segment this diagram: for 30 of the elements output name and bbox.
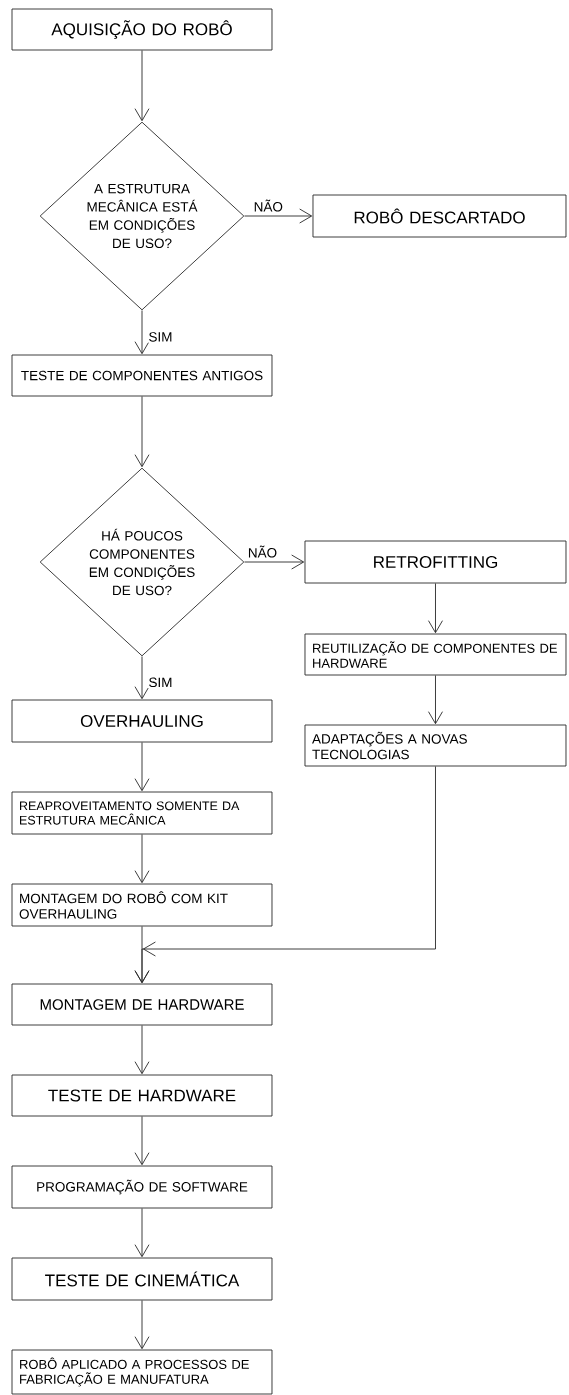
arrow <box>134 1025 150 1075</box>
arrow <box>134 766 436 984</box>
process-box: PROGRAMAÇÃO DE SOFTWARE <box>11 1165 273 1209</box>
arrow <box>134 834 150 884</box>
process-box: REUTILIZAÇÃO DE COMPONENTES DE HARDWARE <box>304 633 567 676</box>
arrow <box>134 656 150 700</box>
arrow <box>134 742 150 792</box>
process-box: TESTE DE COMPONENTES ANTIGOS <box>11 354 273 397</box>
arrow <box>428 675 443 725</box>
process-box: ADAPTAÇÕES A NOVAS TECNOLOGIAS <box>304 724 567 767</box>
arrow <box>134 396 150 468</box>
process-box: OVERHAULING <box>11 699 273 743</box>
process-box: RETROFITTING <box>304 540 567 584</box>
process-box: AQUISIÇÃO DO ROBÔ <box>11 8 273 51</box>
arrow <box>134 50 150 122</box>
arrow <box>244 554 305 570</box>
edge-label: SIM <box>147 331 174 343</box>
arrow <box>134 310 150 355</box>
process-box: ROBÔ APLICADO A PROCESSOS DE FABRICAÇÃO E MANUFATURA <box>11 1349 273 1395</box>
arrow <box>428 583 443 634</box>
arrow <box>134 1208 150 1258</box>
process-box: TESTE DE HARDWARE <box>11 1074 273 1117</box>
arrow <box>134 1116 150 1166</box>
arrow <box>244 208 313 224</box>
process-box: ROBÔ DESCARTADO <box>312 194 567 238</box>
process-box: TESTE DE CINEMÁTICA <box>11 1257 273 1301</box>
process-box: MONTAGEM DE HARDWARE <box>11 983 273 1026</box>
process-box: MONTAGEM DO ROBÔ COM KIT OVERHAULING <box>11 883 273 927</box>
arrow <box>134 1300 150 1350</box>
process-box: REAPROVEITAMENTO SOMENTE DA ESTRUTURA MECÂNICA <box>11 791 273 835</box>
